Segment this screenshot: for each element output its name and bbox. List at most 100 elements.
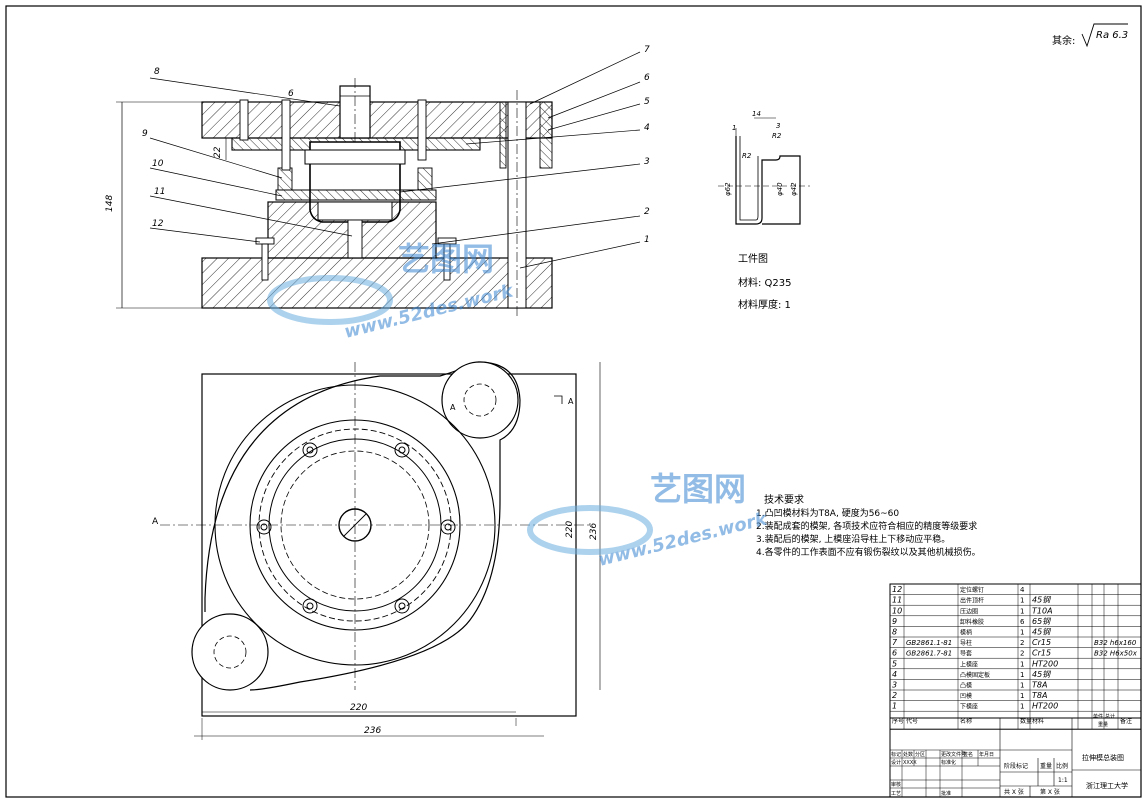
bom-cell-name: 压边圈 [960, 607, 978, 615]
bom-cell-code: GB2861.7-81 [906, 650, 952, 658]
bom-header-weight: 重量 [1098, 721, 1108, 728]
workpiece-material: 材料: Q235 [738, 276, 792, 289]
bom-cell-mat: 45钢 [1032, 628, 1051, 637]
callout-12: 12 [152, 219, 164, 229]
bom-cell-no: 2 [892, 691, 897, 700]
bom-cell-qty: 6 [1020, 618, 1025, 626]
tb-scale-label: 比例 [1056, 762, 1068, 770]
tb-date: 年月日 [979, 751, 994, 758]
guide-bush [499, 101, 507, 169]
tb-sheets: 共 X 张 [1004, 788, 1024, 796]
bom-cell-qty: 1 [1020, 703, 1024, 711]
bom-cell-code: GB2861.1-81 [906, 639, 952, 647]
callout-5: 5 [644, 97, 650, 107]
bom-header-unit: 单件 [1093, 713, 1103, 720]
bom-frame [889, 583, 1142, 730]
callout-10: 10 [152, 159, 164, 169]
bom-cell-qty: 1 [1020, 629, 1024, 637]
bom-header-total: 总计 [1105, 713, 1115, 720]
front-section-view: 8 9 10 11 12 7 6 5 4 3 2 1 148 22 6 [105, 45, 650, 318]
bom-cell-qty: 2 [1020, 639, 1024, 647]
watermark-middle: 艺图网 www.52des.work [527, 470, 770, 571]
bom-cell-qty: 1 [1020, 597, 1024, 605]
wp-dim-1: 1 [732, 124, 736, 132]
watermark-brand-middle: 艺图网 [650, 470, 746, 508]
bom-cell-name: 出件顶杆 [960, 597, 984, 605]
wp-dim-3: 3 [776, 122, 780, 130]
surface-roughness-note: 其余: Ra 6.3 [1052, 23, 1128, 48]
bom-cell-no: 6 [892, 649, 897, 658]
bom-cell-mat: T8A [1032, 681, 1047, 690]
lower-die-base [201, 257, 553, 309]
wp-dim-14: 14 [752, 110, 761, 118]
tb-design: 设计 [891, 759, 901, 766]
guide-boss-top [441, 361, 519, 439]
bom-cell-name: 凸模 [960, 682, 972, 690]
bom-cell-mat: Cr15 [1032, 649, 1051, 658]
bom-cell-name: 上模座 [960, 660, 978, 668]
die-shank [339, 85, 371, 139]
bom-cell-mat: 45钢 [1032, 596, 1051, 605]
dim-overall-height: 148 [105, 195, 115, 212]
callout-1: 1 [644, 235, 650, 245]
bom-cell-name: 导套 [960, 650, 972, 658]
bom-cell-qty: 1 [1020, 692, 1024, 700]
wp-dim-d40: φ40 [776, 182, 784, 196]
workpiece-title: 工件图 [738, 253, 768, 265]
tb-review: 审核 [891, 781, 901, 788]
title-block: 标记 处数 分区 更改文件号 签名 年月日 设计 XXXX 标准化 审核 工艺 … [889, 717, 1142, 798]
workpiece-profile [735, 136, 801, 225]
callout-6: 6 [644, 73, 650, 83]
spring-left [277, 167, 293, 191]
tb-stage: 阶段标记 [1004, 762, 1028, 770]
tb-sheet: 第 X 张 [1040, 788, 1060, 796]
bom-cell-name: 卸料橡胶 [960, 618, 984, 626]
tb-xxxx: XXXX [903, 760, 917, 766]
bom-cell-mat: Cr15 [1032, 638, 1051, 647]
bom-cell-no: 9 [892, 617, 897, 626]
section-label-right: A [568, 397, 574, 406]
screw-lower-left [255, 237, 275, 245]
plan-view: A A A 220 236 220 236 [152, 361, 601, 740]
workpiece-thickness: 材料厚度: 1 [738, 298, 791, 311]
tech-item-2: 2.装配成套的模架, 各项技术应符合相应的精度等级要求 [756, 520, 977, 532]
tb-weight: 重量 [1040, 762, 1052, 770]
callout-7: 7 [644, 45, 650, 55]
bom-cell-mat: HT200 [1032, 659, 1058, 668]
bom-cell-no: 12 [892, 585, 902, 594]
tb-scale: 1:1 [1058, 777, 1068, 784]
bom-cell-name: 模柄 [960, 629, 972, 637]
watermark-brand-top: 艺图网 [398, 240, 494, 278]
bom-cell-no: 4 [892, 670, 897, 679]
dim-22: 22 [213, 146, 223, 158]
tb-mark: 标记 [891, 751, 901, 758]
bom-cell-no: 1 [892, 702, 897, 711]
guide-boss-bottom [191, 613, 269, 691]
dim-plan-220-h: 220 [350, 703, 367, 713]
bom-cell-qty: 2 [1020, 650, 1024, 658]
blank-holder [275, 189, 437, 201]
wp-dim-d62: φ62 [724, 182, 732, 196]
bom-cell-qty: 1 [1020, 682, 1024, 690]
watermark-url-middle: www.52des.work [596, 508, 770, 571]
tb-count: 处数 [903, 751, 913, 758]
bom-cell-name: 凹模 [960, 692, 972, 700]
callout-2: 2 [644, 207, 650, 217]
roughness-symbol [1081, 23, 1128, 48]
tb-change-doc: 更改文件号 [941, 751, 966, 758]
bom-cell-name: 凸模固定板 [960, 671, 990, 679]
screw-upper-left [239, 99, 249, 141]
bom-cell-name: 定位螺钉 [960, 586, 984, 594]
section-label-top: A [450, 403, 456, 412]
wp-dim-r2-b: R2 [742, 152, 752, 160]
tech-item-3: 3.装配后的模架, 上模座沿导柱上下移动应平稳。 [756, 533, 950, 545]
tb-school: 浙江理工大学 [1086, 781, 1128, 790]
workpiece-drawing: 14 3 R2 1 R2 φ62 φ40 φ42 工件图 材料: Q235 材料… [718, 110, 810, 311]
bom-header-mat: 材料 [1032, 717, 1044, 725]
bom-header-no: 序号 [892, 717, 904, 725]
die-set-outline [204, 361, 521, 691]
bom-header-code: 代号 [906, 717, 918, 725]
bom-cell-note: B32 H6x50x [1094, 650, 1138, 658]
roughness-value: Ra 6.3 [1096, 30, 1128, 41]
